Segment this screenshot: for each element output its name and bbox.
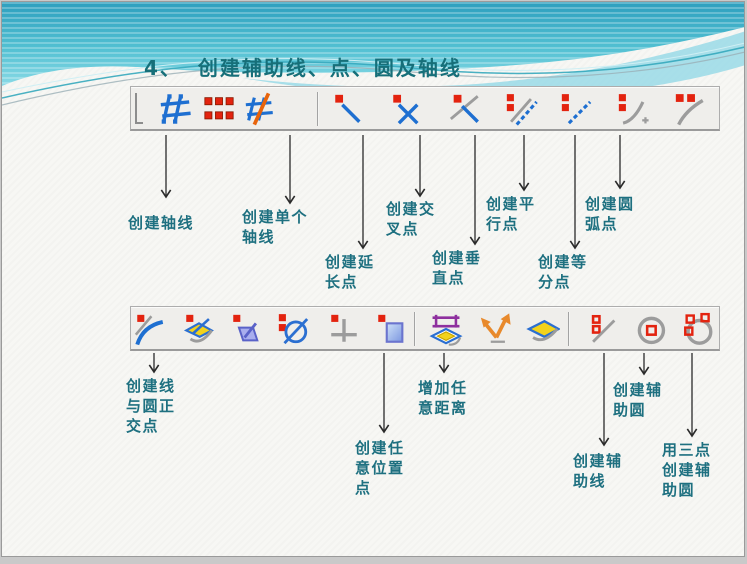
create-aux-line-icon[interactable] [585,311,621,347]
measure-angle-icon[interactable] [477,311,513,347]
toolbar-axes-points [130,86,720,131]
create-single-axis-icon[interactable] [201,91,237,127]
toolbar-separator [568,312,569,346]
create-extension-point-icon[interactable] [330,91,366,127]
add-distance-icon[interactable] [428,311,464,347]
create-perpendicular-point-icon[interactable] [447,91,483,127]
callout-create-axes: 创建轴线 [128,214,195,232]
callout-line-circle-orthogonal: 创建线 与圆正 交点 [126,377,176,435]
create-parallel-point-icon[interactable] [503,91,539,127]
callout-create-parallel-point: 创建平 行点 [486,195,536,233]
create-arc-point-icon[interactable] [615,91,651,127]
toolbar-separator [414,312,415,346]
create-plane-diamond-icon[interactable] [525,311,561,347]
callout-create-division-point: 创建等 分点 [538,253,588,291]
callout-aux-line: 创建辅 助线 [573,452,623,490]
page-title: 4、创建辅助线、点、圆及轴线 [144,52,462,81]
callout-create-intersection-point: 创建交 叉点 [386,200,436,238]
callout-create-perpendicular-point: 创建垂 直点 [432,249,482,287]
toolbar-separator [317,92,318,126]
create-aux-circle-icon[interactable] [632,311,668,347]
callout-create-extension-point: 创建延 长点 [325,253,375,291]
create-arbitrary-point-icon[interactable] [373,311,409,347]
create-point-on-plane-icon[interactable] [181,311,217,347]
create-axis-slash-icon[interactable] [242,91,278,127]
create-arc-point-alt-icon[interactable] [672,91,708,127]
callout-aux-circle: 创建辅 助圆 [613,381,663,419]
create-aux-circle-3pt-icon[interactable] [680,311,716,347]
callout-add-distance: 增加任 意距离 [418,379,468,417]
callout-create-single-axis: 创建单个 轴线 [242,208,309,246]
toolbar-grip[interactable] [135,93,143,124]
title-text: 创建辅助线、点、圆及轴线 [197,56,462,80]
create-division-point-icon[interactable] [558,91,594,127]
callout-create-arc-point: 创建圆 弧点 [585,195,635,233]
create-no-intersection-icon[interactable] [275,311,311,347]
create-line-circle-orthogonal-icon[interactable] [132,311,168,347]
create-perpendicular-foot-icon[interactable] [326,311,362,347]
callout-aux-circle-3pt: 用三点 创建辅 助圆 [662,441,712,499]
callout-arbitrary-point: 创建任 意位置 点 [355,439,405,497]
create-point-on-face-icon[interactable] [228,311,264,347]
toolbar-aux-geometry [130,306,720,351]
create-intersection-point-icon[interactable] [388,91,424,127]
create-axes-grid-icon[interactable] [157,91,193,127]
title-number: 4、 [144,56,182,80]
